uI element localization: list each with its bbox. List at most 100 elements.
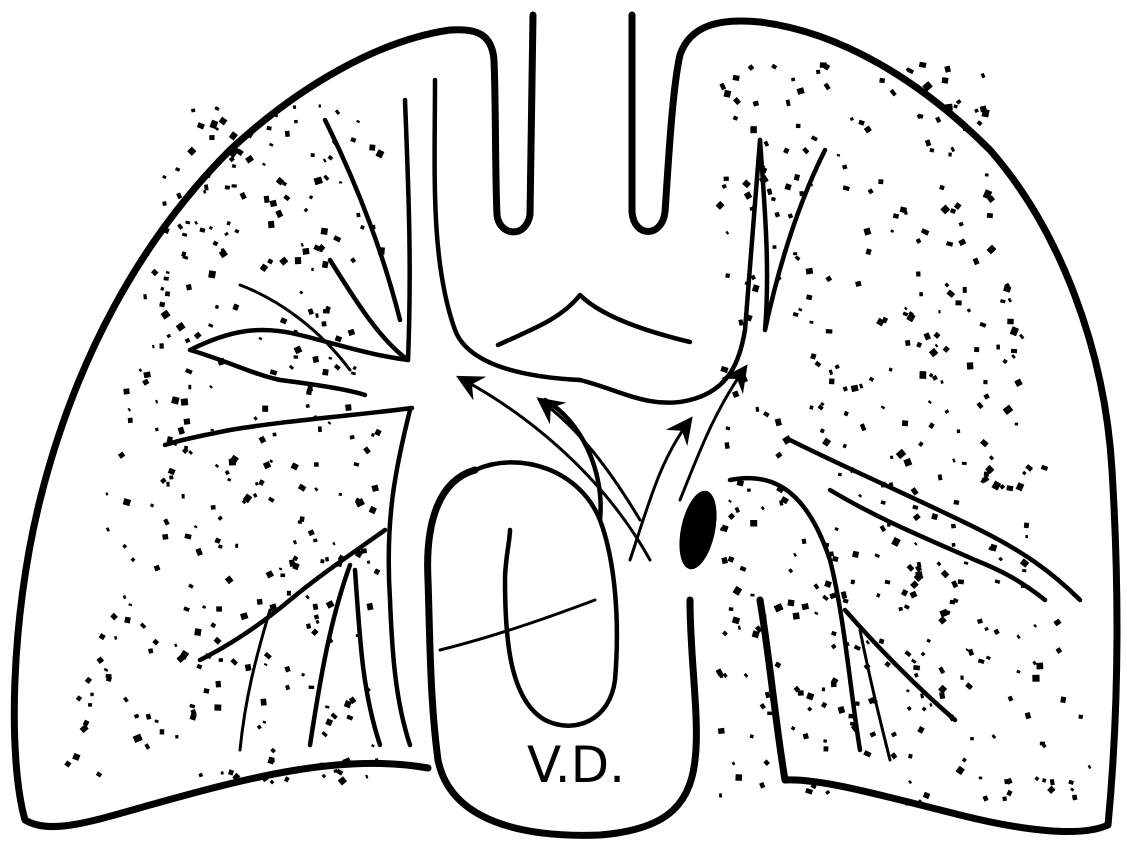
stipple-dot xyxy=(1006,790,1012,797)
stipple-dot xyxy=(146,714,152,720)
stipple-dot xyxy=(844,411,849,416)
stipple-dot xyxy=(215,681,221,688)
stipple-dot xyxy=(806,268,814,275)
stipple-dot xyxy=(719,83,726,91)
stipple-dot xyxy=(944,283,949,288)
stipple-dot xyxy=(842,164,848,169)
stipple-dot xyxy=(270,200,277,207)
stipple-dot xyxy=(375,149,384,158)
stipple-dot xyxy=(744,191,752,200)
stipple-dot xyxy=(1078,715,1083,720)
stipple-dot xyxy=(869,377,874,382)
stipple-dot xyxy=(266,570,274,578)
stipple-dot xyxy=(293,540,297,545)
stipple-dot xyxy=(306,623,311,629)
stipple-dot xyxy=(262,406,268,412)
stipple-dot xyxy=(956,99,962,105)
stipple-dot xyxy=(356,213,360,218)
stipple-dot xyxy=(123,388,130,394)
stipple-dot xyxy=(787,599,794,606)
stipple-dot xyxy=(955,300,961,305)
stipple-dot xyxy=(234,229,239,234)
stipple-dot xyxy=(891,537,901,547)
stipple-dot xyxy=(904,650,911,657)
stipple-dot xyxy=(865,640,870,645)
stipple-dot xyxy=(127,408,131,412)
stipple-dot xyxy=(935,344,939,348)
stipple-dot xyxy=(806,692,814,700)
stipple-dot xyxy=(881,405,885,409)
stipple-dot xyxy=(325,705,330,708)
stipple-dot xyxy=(160,343,164,348)
stipple-dot xyxy=(719,793,722,797)
stipple-dot xyxy=(143,294,147,299)
stipple-dot xyxy=(279,257,288,266)
stipple-dot xyxy=(1006,485,1013,491)
stipple-dot xyxy=(270,780,275,785)
stipple-dot xyxy=(879,638,885,644)
stipple-dot xyxy=(214,106,219,111)
stipple-dot xyxy=(332,542,336,546)
stipple-dot xyxy=(311,268,313,271)
stipple-dot xyxy=(322,774,327,779)
stipple-dot xyxy=(90,693,93,697)
stipple-dot xyxy=(822,595,829,601)
stipple-dot xyxy=(1088,765,1092,769)
stipple-dot xyxy=(914,542,918,546)
stipple-dot xyxy=(154,565,161,572)
stipple-dot xyxy=(896,449,906,459)
stipple-dot xyxy=(791,726,796,731)
stipple-dot xyxy=(995,579,1001,584)
stipple-dot xyxy=(321,228,328,235)
stipple-dot xyxy=(1025,535,1028,538)
stipple-dot xyxy=(314,487,318,491)
stipple-dot xyxy=(973,258,980,266)
stipple-dot xyxy=(822,687,825,691)
stipple-dot xyxy=(956,766,965,775)
stipple-dot xyxy=(124,617,131,624)
stipple-dot xyxy=(202,605,206,609)
stipple-dot xyxy=(64,760,71,767)
stipple-dot xyxy=(1014,379,1022,387)
stipple-dot xyxy=(240,612,248,620)
stipple-dot xyxy=(821,702,827,709)
stipple-dot xyxy=(985,173,989,176)
stipple-dot xyxy=(299,290,303,294)
stipple-dot xyxy=(114,636,117,640)
stipple-dot xyxy=(353,366,357,370)
stipple-dot xyxy=(976,120,982,126)
stipple-dot xyxy=(738,626,741,630)
stipple-dot xyxy=(1032,661,1037,666)
stipple-dot xyxy=(767,712,772,716)
stipple-dot xyxy=(175,167,180,172)
stipple-dot xyxy=(371,485,379,492)
stipple-dot xyxy=(838,473,842,477)
stipple-dot xyxy=(283,194,290,201)
stipple-dot xyxy=(722,631,728,637)
stipple-dot xyxy=(333,235,341,242)
stipple-dot xyxy=(718,728,725,734)
stipple-dot xyxy=(959,222,964,227)
left-lung-outline xyxy=(632,15,1117,832)
stipple-dot xyxy=(720,674,724,678)
stipple-dot xyxy=(775,452,782,459)
stipple-dot xyxy=(976,402,983,409)
stipple-dot xyxy=(133,734,143,743)
stipple-dot xyxy=(176,192,182,199)
stipple-dot xyxy=(809,321,813,324)
stipple-dot xyxy=(257,725,262,730)
stipple-dot xyxy=(320,559,324,563)
stipple-dot xyxy=(935,116,941,123)
stipple-dot xyxy=(763,759,770,766)
stipple-dot xyxy=(162,175,166,179)
stipple-dot xyxy=(925,139,931,146)
stipple-dot xyxy=(122,544,127,549)
stipple-dot xyxy=(979,322,986,328)
stipple-dot xyxy=(130,557,135,562)
stipple-dot xyxy=(350,137,356,143)
stipple-dot xyxy=(919,62,927,68)
stipple-dot xyxy=(843,386,848,391)
stipple-dot xyxy=(919,371,926,379)
stipple-dot xyxy=(88,703,92,707)
stipple-dot xyxy=(195,548,202,556)
